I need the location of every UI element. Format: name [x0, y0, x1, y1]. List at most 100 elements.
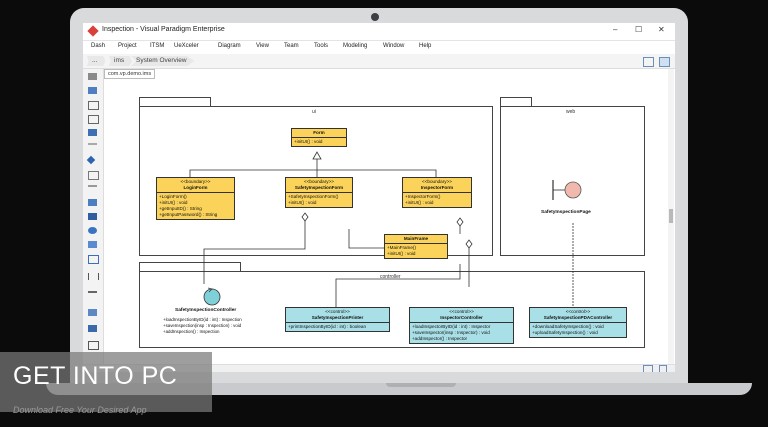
package-tool-icon[interactable] — [88, 87, 97, 94]
lifeline-safety-inspection-controller[interactable]: SafetyInspectionController — [175, 308, 237, 313]
watermark-title: GET INTO PC — [13, 362, 178, 390]
laptop-bezel: Inspection - Visual Paradigm Enterprise … — [70, 8, 688, 388]
panel-toggle-icon[interactable] — [659, 57, 670, 67]
window-title: Inspection - Visual Paradigm Enterprise — [102, 26, 225, 33]
diagram-layout-icon[interactable] — [643, 57, 654, 67]
class-operation: +addInspector() : Inspector — [412, 336, 468, 341]
menu-window[interactable]: Window — [383, 43, 405, 49]
vertical-scrollbar[interactable] — [668, 69, 674, 364]
lifeline-safety-inspection-page[interactable]: SafetyInspectionPage — [541, 210, 591, 215]
app-logo-icon — [87, 25, 99, 37]
package-controller-label: controller — [380, 274, 401, 280]
status-bar — [83, 364, 675, 372]
menu-view[interactable]: View — [256, 43, 269, 49]
class-operation: +MainFrame() — [387, 245, 416, 250]
class-safety-inspection-printer[interactable]: <<control>>SafetyInspectionPrinter +prin… — [285, 307, 390, 332]
bracket-tool-icon[interactable] — [88, 273, 99, 280]
menu-tools[interactable]: Tools — [314, 43, 329, 49]
breadcrumb-item[interactable]: System Overview — [131, 56, 195, 66]
package-ui-label: ui — [312, 109, 316, 115]
class-login-form[interactable]: <<boundary>>LoginForm +LoginForm() +init… — [156, 177, 235, 220]
class-safety-inspection-pda-controller[interactable]: <<control>>SafetyInspectionPDAController… — [529, 307, 627, 338]
frame-tool-icon[interactable] — [88, 241, 97, 248]
stereotype-label: <<control>> — [565, 309, 591, 314]
line-tool-icon[interactable] — [88, 291, 97, 293]
stereotype-label: <<control>> — [325, 309, 350, 314]
aggregation-diamond — [456, 217, 464, 227]
class-main-frame[interactable]: MainFrame +MainFrame() +initUI() : void — [384, 234, 448, 259]
app-window: Inspection - Visual Paradigm Enterprise … — [83, 23, 675, 372]
aggregation-tool-icon[interactable] — [86, 155, 96, 165]
pointer-tool-icon[interactable] — [88, 73, 97, 80]
menu-modeling[interactable]: Modeling — [343, 43, 368, 49]
generalization-arrowhead — [312, 151, 322, 160]
control-circle — [203, 288, 221, 306]
class-safety-inspection-form[interactable]: <<boundary>>SafetyInspectionForm +Safety… — [285, 177, 353, 208]
breadcrumb-item[interactable]: ... — [87, 56, 106, 66]
package-tab-ui — [139, 97, 211, 107]
watermark-banner: GET INTO PC — [0, 352, 212, 412]
image-tool-icon[interactable] — [88, 255, 99, 264]
document-icon[interactable] — [659, 365, 667, 372]
menu-dash[interactable]: Dash — [91, 43, 106, 49]
menu-team[interactable]: Team — [284, 43, 299, 49]
stereotype-label: <<boundary>> — [180, 179, 211, 184]
connector-layer — [189, 151, 582, 307]
aggregation-diamond — [301, 212, 309, 222]
class-operation: +uploadSafetyInspection() : void — [532, 330, 598, 335]
class-tool-icon[interactable] — [88, 101, 99, 110]
breadcrumb-item[interactable]: ims — [109, 56, 133, 66]
maximize-button[interactable]: ☐ — [635, 25, 643, 34]
menu-diagram[interactable]: Diagram — [218, 43, 241, 49]
package-tab-controller — [139, 262, 241, 272]
stereotype-label: <<control>> — [449, 309, 474, 314]
class-operation: +downloadSafetyInspection() : void — [532, 324, 604, 329]
minimize-button[interactable]: – — [613, 25, 618, 34]
class-name: SafetyInspectionForm — [294, 185, 344, 190]
class-name: MainFrame — [403, 236, 429, 241]
menu-help[interactable]: Help — [419, 43, 432, 49]
class-name: SafetyInspectionPrinter — [311, 315, 364, 320]
note-tool-icon[interactable] — [88, 213, 97, 220]
menu-project[interactable]: Project — [118, 43, 137, 49]
diagram-canvas[interactable]: com.vp.demo.ims ui web controller — [104, 69, 668, 364]
menu-itsm[interactable]: ITSM — [150, 43, 165, 49]
close-button[interactable]: ✕ — [658, 25, 665, 34]
stereotype-label: <<boundary>> — [304, 179, 334, 184]
class-name: SafetyInspectionPDAController — [543, 315, 613, 320]
text-tool-icon[interactable] — [88, 341, 99, 350]
class-inspector-controller[interactable]: <<control>>InspectorController +loadInsp… — [409, 307, 514, 344]
aggregation-diamond — [465, 239, 473, 249]
model-tool-icon[interactable] — [88, 325, 97, 332]
diagram-toolbar — [83, 69, 104, 364]
scrollbar-thumb[interactable] — [669, 209, 673, 223]
class-operation: +initUI() : void — [288, 200, 317, 205]
class-operation: +addInspection() : Inspection — [163, 329, 220, 334]
interface-tool-icon[interactable] — [88, 115, 99, 124]
document-tab[interactable]: com.vp.demo.ims — [104, 69, 156, 79]
generalization-line — [317, 169, 437, 177]
menu-uexceler[interactable]: UeXceler — [174, 43, 199, 49]
class-form[interactable]: Form +initUI() : void — [291, 128, 347, 147]
laptop-notch — [386, 383, 456, 387]
realization-tool-icon[interactable] — [88, 199, 97, 206]
laptop-base — [46, 383, 752, 395]
class-operation: +loadInspectorByID(id : int) : Inspector — [412, 324, 491, 329]
class-operation: +saveInspection(insp : Inspection) : voi… — [163, 323, 242, 328]
stereotype-tool-icon[interactable] — [88, 309, 97, 316]
mail-icon[interactable] — [643, 365, 653, 372]
generalization-tool-icon[interactable] — [88, 171, 99, 180]
class-operation: +saveInspector(insp : Inspector) : void — [412, 330, 490, 335]
package-tab-web — [500, 97, 532, 107]
class-name: InspectorForm — [420, 185, 454, 190]
association-tool-icon[interactable] — [88, 143, 97, 145]
enum-tool-icon[interactable] — [88, 129, 97, 136]
class-operation: +getInputID() : String — [159, 206, 202, 211]
package-web[interactable]: web — [500, 106, 645, 256]
class-inspector-form[interactable]: <<boundary>>InspectorForm +InspectorForm… — [402, 177, 472, 208]
class-operation: +initUI() : void — [387, 251, 416, 256]
dependency-tool-icon[interactable] — [88, 185, 97, 187]
ellipse-tool-icon[interactable] — [88, 227, 97, 234]
class-operation: +getInputPassword() : String — [159, 212, 218, 217]
class-name: LoginForm — [183, 185, 208, 190]
